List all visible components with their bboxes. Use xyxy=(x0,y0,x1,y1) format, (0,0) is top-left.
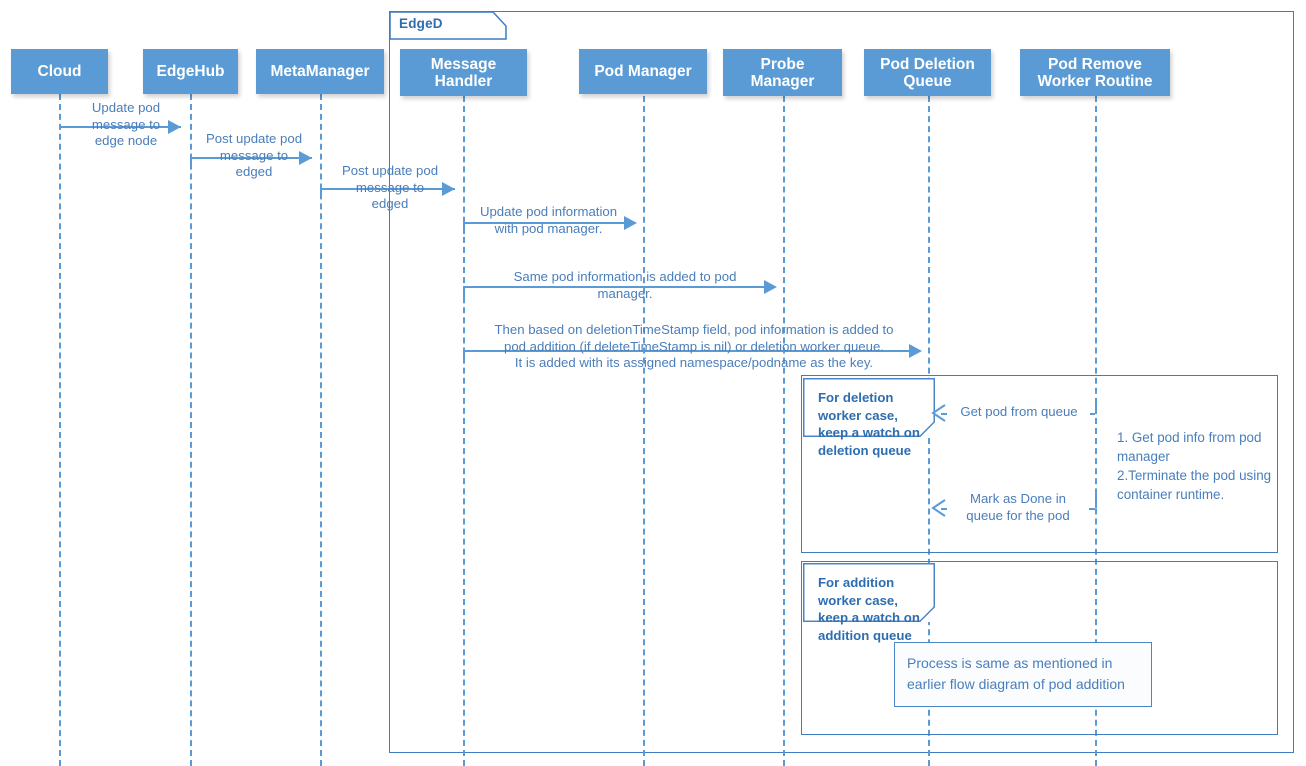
message-vline-m5 xyxy=(463,286,465,298)
message-label-m5: Same pod information is added to pod man… xyxy=(513,269,737,301)
addition-worker-frame xyxy=(801,561,1278,735)
lifeline-pod-manager xyxy=(643,96,645,766)
message-label-m7: Get pod from queue xyxy=(948,404,1090,421)
message-line-m4 xyxy=(463,222,635,224)
message-line-m1 xyxy=(59,126,181,128)
message-arrowhead-m6 xyxy=(909,344,922,358)
note-addition-worker: For addition worker case, keep a watch o… xyxy=(803,563,935,643)
participant-edgehub[interactable]: EdgeHub xyxy=(143,49,238,94)
deletion-worker-frame xyxy=(801,375,1278,553)
lifeline-cloud xyxy=(59,94,61,766)
message-vline-m3 xyxy=(320,188,322,199)
message-arrowhead-m3 xyxy=(442,182,455,196)
message-label-m1: Update pod message to edge node xyxy=(91,100,161,148)
participant-pod-manager[interactable]: Pod Manager xyxy=(579,49,707,94)
lifeline-probe-manager xyxy=(783,96,785,766)
note-deletion-worker-text: For deletion worker case, keep a watch o… xyxy=(818,390,920,458)
message-line-m3 xyxy=(320,188,455,190)
message-line-m6 xyxy=(463,350,919,352)
message-line-m5 xyxy=(463,286,775,288)
message-line-m2 xyxy=(190,157,312,159)
message-vline-m4 xyxy=(463,222,465,234)
note-deletion-worker: For deletion worker case, keep a watch o… xyxy=(803,378,935,458)
lifeline-edgehub xyxy=(190,94,192,766)
edged-frame xyxy=(389,11,1294,753)
message-label-m8: Mark as Done in queue for the pod xyxy=(948,491,1088,524)
message-arrowhead-m7 xyxy=(931,404,946,422)
message-label-m6: Then based on deletionTimeStamp field, p… xyxy=(494,322,894,370)
note-process-same: Process is same as mentioned in earlier … xyxy=(894,642,1152,707)
message-arrowhead-m5 xyxy=(764,280,777,294)
participant-metamanager[interactable]: MetaManager xyxy=(256,49,384,94)
lifeline-message-handler xyxy=(463,96,465,766)
message-arrowhead-m8 xyxy=(931,499,946,517)
edged-frame-label: EdgeD xyxy=(399,16,443,31)
participant-cloud[interactable]: Cloud xyxy=(11,49,108,94)
message-vline-m8 xyxy=(1095,494,1097,508)
edged-frame-tab: EdgeD xyxy=(389,11,507,40)
participant-label-edgehub: EdgeHub xyxy=(156,63,225,80)
note-addition-worker-text: For addition worker case, keep a watch o… xyxy=(818,575,920,643)
message-label-m3: Post update pod message to edged xyxy=(341,163,439,211)
participant-label-pod-manager: Pod Manager xyxy=(594,63,692,80)
message-arrowhead-m2 xyxy=(299,151,312,165)
participant-label-cloud: Cloud xyxy=(37,63,82,80)
message-arrowhead-m1 xyxy=(168,120,181,134)
message-vline-m6 xyxy=(463,350,465,362)
message-label-m2: Post update pod message to edged xyxy=(205,131,303,179)
message-label-m4: Update pod information with pod manager. xyxy=(479,204,618,236)
note-process-same-text: Process is same as mentioned in earlier … xyxy=(907,655,1125,692)
message-arrowhead-m4 xyxy=(624,216,637,230)
note-worker-steps: 1. Get pod info from pod manager 2.Termi… xyxy=(1117,430,1272,502)
lifeline-metamanager xyxy=(320,94,322,766)
message-vline-m7 xyxy=(1095,402,1097,414)
message-vline-m2 xyxy=(190,157,192,168)
lifeline-pod-remove-worker xyxy=(1095,96,1097,766)
participant-label-metamanager: MetaManager xyxy=(270,63,370,80)
